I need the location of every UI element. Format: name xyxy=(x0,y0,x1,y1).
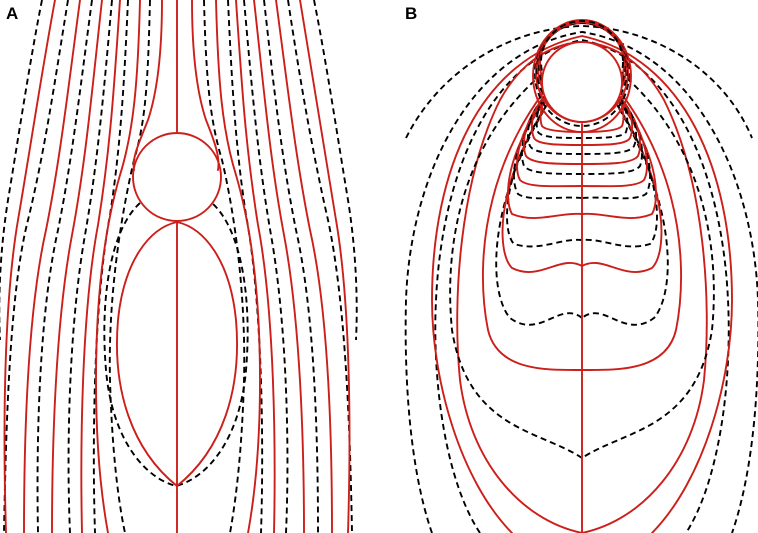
panel-b-dashed-contour-7 xyxy=(535,66,629,139)
panel-a-dashed-left-0 xyxy=(0,0,43,340)
panel-a-red-left-2 xyxy=(51,0,103,533)
panel-a-dashed-left-3 xyxy=(67,0,113,533)
panel-a-dashed-left-5 xyxy=(108,0,151,533)
panel-a-red-left-5 xyxy=(132,0,163,171)
panel-a-red-right-1 xyxy=(275,0,333,533)
panel-a-red-left-3 xyxy=(80,0,121,533)
panel-a-dashed-right-3 xyxy=(243,0,289,533)
panel-b-label: B xyxy=(405,4,418,23)
panel-a-dashed-right-2 xyxy=(263,0,319,533)
panel-a-dashed-lines-right xyxy=(203,0,358,533)
panel-a-red-right-0 xyxy=(299,0,351,533)
panel-a-dashed-wake xyxy=(103,202,249,487)
panel-a-dashed-left-2 xyxy=(36,0,93,533)
panel-a-red-left-4 xyxy=(95,0,141,533)
panel-b xyxy=(404,19,758,533)
panel-a-red-right-4 xyxy=(215,0,261,533)
panel-a-dashed-left-1 xyxy=(3,0,69,533)
panel-a-red-right-2 xyxy=(253,0,305,533)
panel-a-red-lines-right xyxy=(191,0,351,533)
panel-b-red-outer-1 xyxy=(431,35,733,533)
panel-a-recirculation-loop xyxy=(116,221,238,487)
panel-a-red-left-0 xyxy=(3,0,56,533)
panel-a-red-lines-left xyxy=(3,0,163,533)
panel-a-sphere xyxy=(132,132,222,222)
panel-a xyxy=(0,0,358,533)
panel-b-ring-blk-3 xyxy=(538,22,626,110)
panel-a-label: A xyxy=(6,4,19,23)
panel-a-dashed-right-5 xyxy=(203,0,246,533)
panel-b-sphere xyxy=(541,41,623,123)
panel-a-red-right-5 xyxy=(191,0,220,171)
panel-a-red-left-1 xyxy=(23,0,81,533)
panel-a-dashed-right-0 xyxy=(313,0,358,341)
panel-a-dashed-lines-left xyxy=(0,0,151,533)
panel-a-red-right-3 xyxy=(235,0,276,533)
